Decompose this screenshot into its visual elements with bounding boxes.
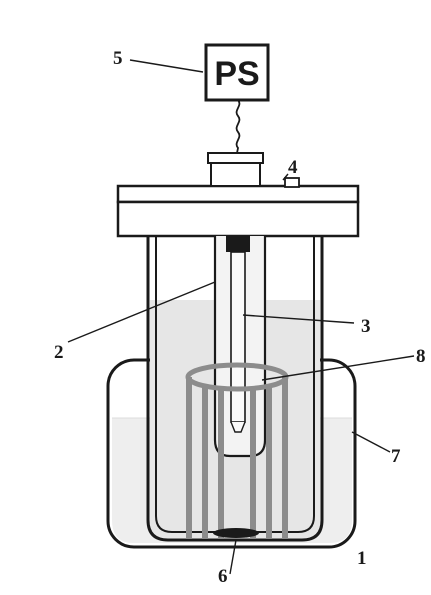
- bottom-sample: [213, 528, 259, 538]
- coiled-wire: [235, 99, 241, 154]
- label-4: 4: [288, 157, 298, 178]
- power-supply: PS: [204, 43, 270, 102]
- label-8: 8: [416, 346, 426, 367]
- power-supply-label: PS: [214, 55, 259, 93]
- label-3: 3: [361, 316, 371, 337]
- label-5: 5: [113, 48, 123, 69]
- label-6: 6: [218, 566, 228, 587]
- label-1: 1: [357, 548, 367, 569]
- label-7: 7: [391, 446, 401, 467]
- port-nozzle: [284, 177, 300, 188]
- label-2: 2: [54, 342, 64, 363]
- connector-block: [207, 152, 264, 187]
- vessel-lid: [116, 184, 360, 238]
- electrode-rod: [226, 236, 250, 433]
- cage-electrode: [185, 362, 289, 539]
- leader-lines: [67, 59, 415, 575]
